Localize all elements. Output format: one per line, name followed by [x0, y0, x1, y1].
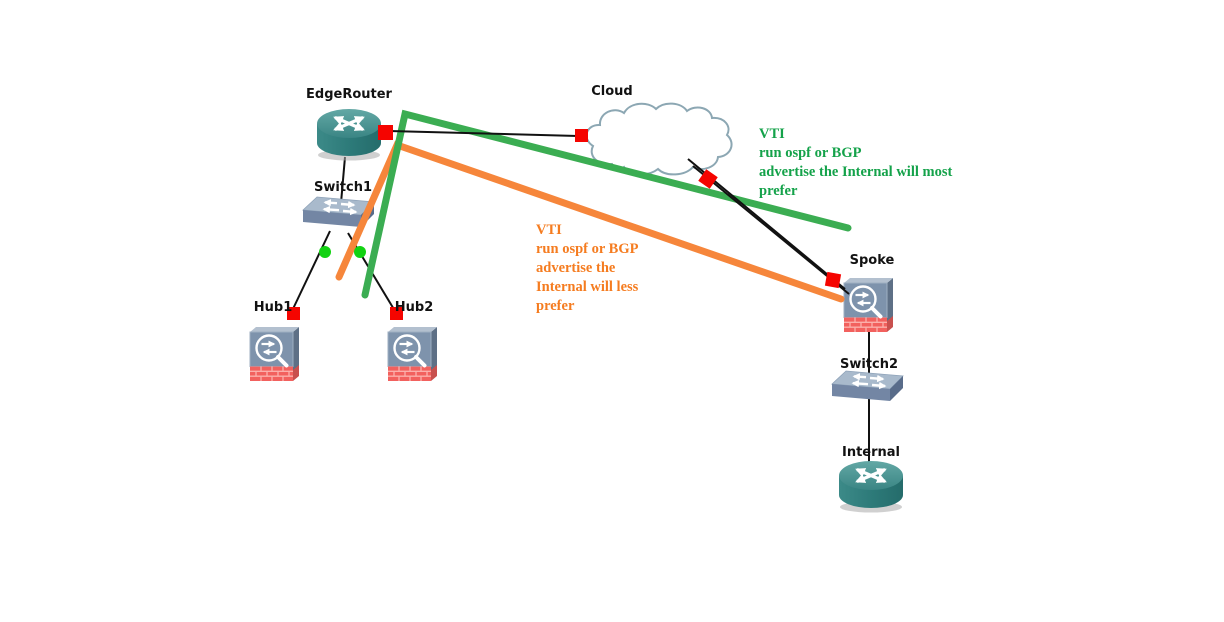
node-spoke[interactable]: [844, 278, 893, 332]
node-cloud[interactable]: [585, 102, 733, 176]
firewall-icon[interactable]: [250, 327, 299, 381]
node-label-cloud: Cloud: [591, 84, 633, 99]
node-label-hub2: Hub2: [394, 300, 434, 315]
port-marker: [287, 307, 300, 320]
port-marker: [824, 271, 842, 289]
firewall-icon[interactable]: [388, 327, 437, 381]
annotation-vti-most: VTI run ospf or BGP advertise the Intern…: [759, 126, 953, 199]
switch-icon[interactable]: [832, 371, 903, 401]
node-label-switch1: Switch1: [313, 180, 373, 195]
vti-most-line[interactable]: [361, 109, 852, 299]
status-dot: [319, 246, 331, 258]
port-marker: [698, 169, 718, 189]
link-switch1-hub1[interactable]: [291, 230, 331, 312]
node-label-hub1: Hub1: [253, 300, 293, 315]
port-marker: [378, 125, 393, 140]
port-marker-layer: [287, 125, 842, 320]
node-edgerouter[interactable]: [317, 109, 381, 161]
router-icon[interactable]: [317, 109, 381, 161]
router-icon[interactable]: [839, 461, 903, 513]
link-edgerouter-cloud[interactable]: [388, 130, 579, 137]
node-label-edgerouter: EdgeRouter: [306, 87, 392, 102]
status-dot-layer: [319, 246, 366, 258]
port-marker: [575, 129, 588, 142]
node-internal[interactable]: [839, 461, 903, 513]
node-switch2[interactable]: [832, 371, 903, 401]
firewall-icon[interactable]: [844, 278, 893, 332]
port-marker: [390, 307, 403, 320]
node-label-internal: Internal: [841, 445, 901, 460]
node-label-spoke: Spoke: [849, 253, 895, 268]
node-hub1[interactable]: [250, 327, 299, 381]
status-dot: [354, 246, 366, 258]
node-label-switch2: Switch2: [839, 357, 899, 372]
annotation-vti-less: VTI run ospf or BGP advertise the Intern…: [536, 222, 639, 314]
cloud-icon[interactable]: [585, 102, 733, 176]
node-hub2[interactable]: [388, 327, 437, 381]
link-edgerouter-switch1[interactable]: [340, 156, 346, 204]
